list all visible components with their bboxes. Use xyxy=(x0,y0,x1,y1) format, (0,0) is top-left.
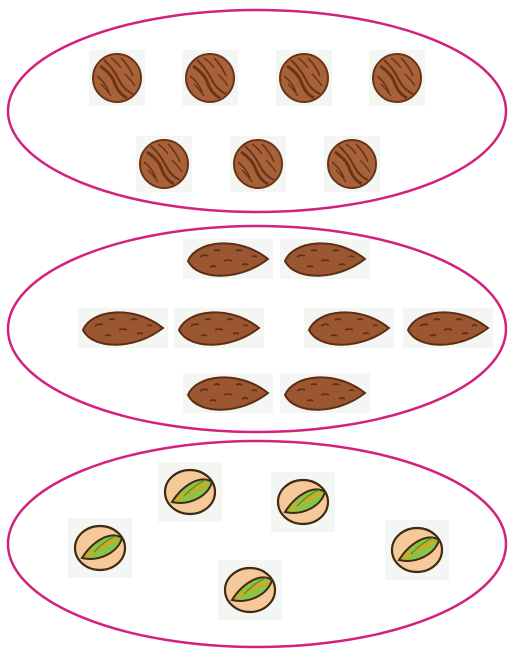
almond-group xyxy=(8,226,506,432)
walnut-4 xyxy=(369,50,425,106)
walnut-6 xyxy=(230,136,286,192)
pistachio-2 xyxy=(271,472,335,532)
walnut-2 xyxy=(182,50,238,106)
almond-8 xyxy=(280,373,370,413)
walnut-7 xyxy=(324,136,380,192)
almond-7 xyxy=(183,373,273,413)
almond-4 xyxy=(174,308,264,348)
walnut-3 xyxy=(276,50,332,106)
pistachio-4 xyxy=(385,520,449,580)
pistachio-1 xyxy=(158,462,222,522)
almond-6 xyxy=(403,308,493,348)
almond-5 xyxy=(304,308,394,348)
walnut-5 xyxy=(136,136,192,192)
pistachio-group xyxy=(8,441,506,647)
pistachio-3 xyxy=(68,518,132,578)
walnut-1 xyxy=(89,50,145,106)
walnut-group xyxy=(8,10,506,212)
almond-1 xyxy=(183,239,273,279)
almond-2 xyxy=(280,239,370,279)
almond-3 xyxy=(78,308,168,348)
pistachio-5 xyxy=(218,560,282,620)
